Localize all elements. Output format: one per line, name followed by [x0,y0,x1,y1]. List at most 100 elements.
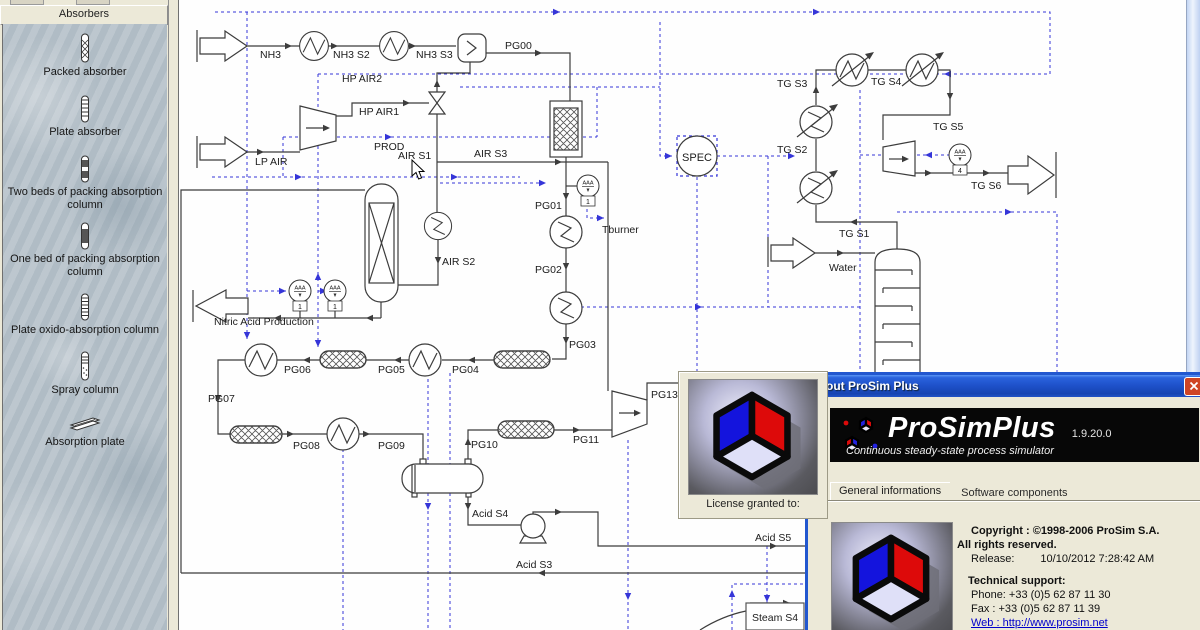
stream-label-pg11: PG11 [573,434,599,446]
heat-exchanger-nh3-2 [379,31,409,61]
feed-arrow-water[interactable] [770,236,817,270]
packed-bed-pg07[interactable] [229,425,283,444]
palette-item-packed-absorber[interactable]: Packed absorber [3,33,167,79]
stream-label-pg02: PG02 [535,264,562,276]
stream-label-acid-s3: Acid S3 [516,559,552,571]
palette-tab-stub[interactable] [76,0,110,5]
palette-item-two-beds-column[interactable]: Two beds of packing absorption column [3,155,167,212]
product-tagline: Continuous steady-state process simulato… [846,444,1054,457]
palette-item-absorption-plate[interactable]: Absorption plate [3,415,167,449]
cube-icon [713,391,801,490]
product-version: 1.9.20.0 [1071,427,1112,440]
palette-item-spray-column[interactable]: Spray column [3,351,167,397]
stream-labels[interactable]: NH3 NH3 S2 NH3 S3 PG00 HP AIR2 HP AIR1 L… [208,40,1002,624]
stream-label-pg04: PG04 [452,364,479,376]
heat-exchanger-pg08 [326,417,360,451]
tab-general-informations[interactable]: General informations [830,482,951,501]
stream-label-acid-s4: Acid S4 [472,508,508,520]
instrument-1-value: 1 [298,304,302,311]
heat-exchanger-air-s2 [423,211,453,241]
heat-exchanger-pg02 [549,291,583,325]
web-link[interactable]: Web : http://www.prosim.net [971,617,1108,629]
support-title: Technical support: [968,575,1066,587]
product-banner: ProSimPlus 1.9.20.0 Continuous steady-st… [830,408,1199,462]
palette-item-one-bed-column[interactable]: One bed of packing absorption column [3,222,167,279]
support-fax: Fax : +33 (0)5 62 87 11 39 [971,603,1101,615]
stream-label-hp-air2: HP AIR2 [342,73,382,85]
flash-drum[interactable] [401,458,484,498]
pump-acid[interactable] [518,513,548,544]
palette-tab-stub[interactable] [10,0,44,5]
one-bed-packing-column-icon [81,222,89,250]
dialog-titlebar[interactable]: About ProSim Plus [808,375,1200,397]
stream-label-pg01: PG01 [535,200,562,212]
stream-label-tg-s2: TG S2 [777,144,808,156]
feed-arrow-nh3[interactable] [199,29,249,63]
stream-label-nh3: NH3 [260,49,281,61]
absorption-column[interactable] [364,183,399,303]
instrument-turbine-value: 4 [958,168,962,175]
stream-label-nh3-s2: NH3 S2 [333,49,370,61]
valve-hp-air[interactable] [427,91,447,115]
spray-column-icon [81,351,89,381]
about-dialog: About ProSim Plus [805,372,1200,630]
stream-label-air-s3: AIR S3 [474,148,507,160]
stream-label-pg08: PG08 [293,440,320,452]
stream-label-air-s2: AIR S2 [442,256,475,268]
packed-bed-pg05[interactable] [319,350,367,369]
stream-label-tg-s4: TG S4 [871,76,902,88]
stream-label-tburner: Tburner [602,224,639,236]
palette-item-plate-oxido-column[interactable]: Plate oxido-absorption column [3,293,167,337]
palette-header[interactable]: Absorbers [0,5,168,25]
prosim-logo-icon [843,416,878,453]
dialog-body: ProSimPlus 1.9.20.0 Continuous steady-st… [808,397,1200,630]
stream-label-pg05: PG05 [378,364,405,376]
compressor-pg11[interactable] [611,390,648,438]
packed-bed-pg03[interactable] [493,350,551,369]
close-button[interactable] [1184,376,1200,396]
stream-label-pg07: PG07 [208,393,235,405]
compressor-lp-air[interactable] [299,105,337,151]
dialog-tabs: General informations Software components [830,480,1079,501]
general-informations-text: Copyright : ©1998-2006 ProSim S.A. All r… [957,524,1200,630]
heat-exchanger-pg05 [408,343,442,377]
mixer-unit[interactable] [457,33,487,63]
palette-item-plate-absorber[interactable]: Plate absorber [3,95,167,139]
feed-arrow-lp-air[interactable] [199,135,249,169]
stream-label-water: Water [829,262,857,274]
copyright-line: Copyright : ©1998-2006 ProSim S.A. [971,525,1160,537]
plate-absorber-icon [81,95,89,123]
support-phone: Phone: +33 (0)5 62 87 11 30 [971,589,1111,601]
packed-absorber-icon [81,33,89,63]
stream-label-lp-air: LP AIR [255,156,288,168]
outlet-arrow-nitric-acid[interactable] [194,289,249,323]
burner-reactor[interactable] [549,100,583,158]
close-icon [1189,381,1199,391]
stream-label-prod: PROD [374,141,405,153]
banner-text: ProSimPlus 1.9.20.0 Continuous steady-st… [846,412,1112,457]
instrument-2-value: 1 [333,304,337,311]
spec-label: SPEC [682,152,712,164]
information-streams [212,11,1058,630]
dialog-title: About ProSim Plus [810,379,919,393]
license-cube-logo [688,379,818,495]
measurement-instruments[interactable]: 1 1 1 4 [288,143,972,312]
stream-label-air-s1: AIR S1 [398,150,431,162]
palette-title: Absorbers [58,8,110,20]
heat-exchanger-nh3-1 [299,31,329,61]
license-granted-label: License granted to: [706,498,800,510]
stream-label-tg-s5: TG S5 [933,121,964,133]
packed-bed-pg10[interactable] [497,420,555,439]
stream-label-acid-s5: Acid S5 [755,532,791,544]
expander-turbine[interactable] [882,140,916,177]
release-line: Release: 10/10/2012 7:28:42 AM [971,552,1200,566]
release-label: Release: [971,553,1015,565]
spec-module[interactable] [676,135,718,177]
heat-exchanger-pg01 [549,215,583,249]
tab-software-components[interactable]: Software components [952,485,1077,500]
two-beds-packing-column-icon [81,155,89,183]
steam-s4-block[interactable] [745,602,805,630]
outlet-arrow-tg-s6[interactable] [1007,154,1056,196]
release-value: 10/10/2012 7:28:42 AM [1040,553,1155,565]
